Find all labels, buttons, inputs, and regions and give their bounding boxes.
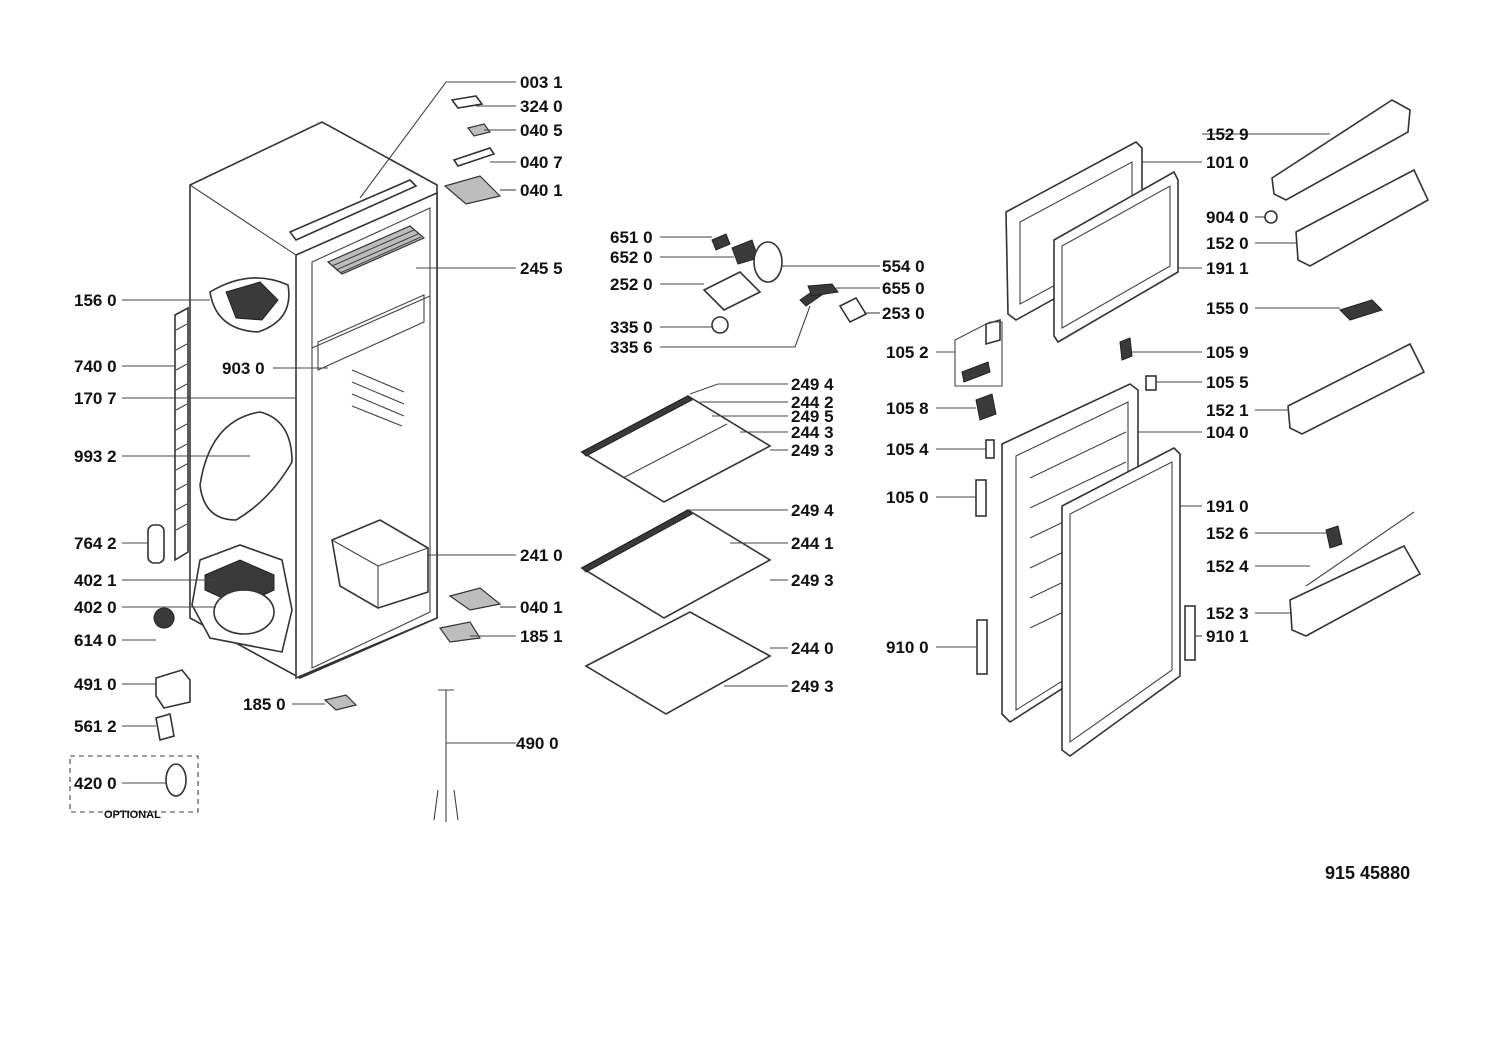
optional-label: OPTIONAL	[104, 809, 161, 821]
label-2441: 244 1	[791, 534, 834, 553]
label-4021: 402 1	[74, 571, 117, 590]
label-9101: 910 1	[1206, 627, 1249, 646]
label-2493-c: 249 3	[791, 677, 834, 696]
label-2455: 245 5	[520, 259, 563, 278]
label-0407: 040 7	[520, 153, 563, 172]
glass-shelves	[580, 395, 772, 715]
label-1040: 104 0	[1206, 423, 1249, 442]
label-1520: 152 0	[1206, 234, 1249, 253]
label-3240: 324 0	[520, 97, 563, 116]
label-7642: 764 2	[74, 534, 117, 553]
door-accessories	[954, 99, 1430, 675]
label-1550: 155 0	[1206, 299, 1249, 318]
label-1910: 191 0	[1206, 497, 1249, 516]
label-1054: 105 4	[886, 440, 929, 459]
label-2493-a: 249 3	[791, 441, 834, 460]
label-2440: 244 0	[791, 639, 834, 658]
label-9932: 993 2	[74, 447, 117, 466]
drawing-reference-number: 915 45880	[1325, 863, 1410, 883]
label-4910: 491 0	[74, 675, 117, 694]
label-1850: 185 0	[243, 695, 286, 714]
label-0401-top: 040 1	[520, 181, 563, 200]
label-1058: 105 8	[886, 399, 929, 418]
label-1055: 105 5	[1206, 373, 1249, 392]
label-1010: 101 0	[1206, 153, 1249, 172]
label-2493-b: 249 3	[791, 571, 834, 590]
label-9040: 904 0	[1206, 208, 1249, 227]
top-hinge-parts	[443, 95, 502, 205]
label-5540: 554 0	[882, 257, 925, 276]
label-9030: 903 0	[222, 359, 265, 378]
label-0401-bottom: 040 1	[520, 598, 563, 617]
label-1523: 152 3	[1206, 604, 1249, 623]
label-1560: 156 0	[74, 291, 117, 310]
label-0031: 003 1	[520, 73, 563, 92]
label-4200: 420 0	[74, 774, 117, 793]
label-1529: 152 9	[1206, 125, 1249, 144]
label-1526: 152 6	[1206, 524, 1249, 543]
label-7400: 740 0	[74, 357, 117, 376]
label-1050: 105 0	[886, 488, 929, 507]
label-4900: 490 0	[516, 734, 559, 753]
label-3356: 335 6	[610, 338, 653, 357]
label-1911: 191 1	[1206, 259, 1249, 278]
leader-lines	[122, 81, 1340, 784]
label-2530: 253 0	[882, 304, 925, 323]
label-1524: 152 4	[1206, 557, 1249, 576]
label-1707: 170 7	[74, 389, 117, 408]
label-6510: 651 0	[610, 228, 653, 247]
label-6140: 614 0	[74, 631, 117, 650]
label-2494-b: 249 4	[791, 501, 834, 520]
label-1851: 185 1	[520, 627, 563, 646]
fridge-door	[1001, 383, 1181, 757]
label-2495: 249 5	[791, 407, 834, 426]
thermostat-parts	[702, 233, 868, 334]
label-1059: 105 9	[1206, 343, 1249, 362]
label-2520: 252 0	[610, 275, 653, 294]
label-0405: 040 5	[520, 121, 563, 140]
label-6520: 652 0	[610, 248, 653, 267]
part-labels: 156 0 740 0 170 7 993 2 764 2 402 1 402 …	[74, 73, 1410, 883]
freezer-door	[1005, 141, 1179, 344]
optional-box	[69, 755, 199, 813]
refrigerator-cabinet	[147, 121, 502, 822]
label-1521: 152 1	[1206, 401, 1249, 420]
label-4020: 402 0	[74, 598, 117, 617]
label-6550: 655 0	[882, 279, 925, 298]
label-5612: 561 2	[74, 717, 117, 736]
label-2443: 244 3	[791, 423, 834, 442]
label-1052: 105 2	[886, 343, 929, 362]
label-9100: 910 0	[886, 638, 929, 657]
label-2494-a: 249 4	[791, 375, 834, 394]
label-3350: 335 0	[610, 318, 653, 337]
label-2442: 244 2	[791, 393, 834, 412]
label-2410: 241 0	[520, 546, 563, 565]
